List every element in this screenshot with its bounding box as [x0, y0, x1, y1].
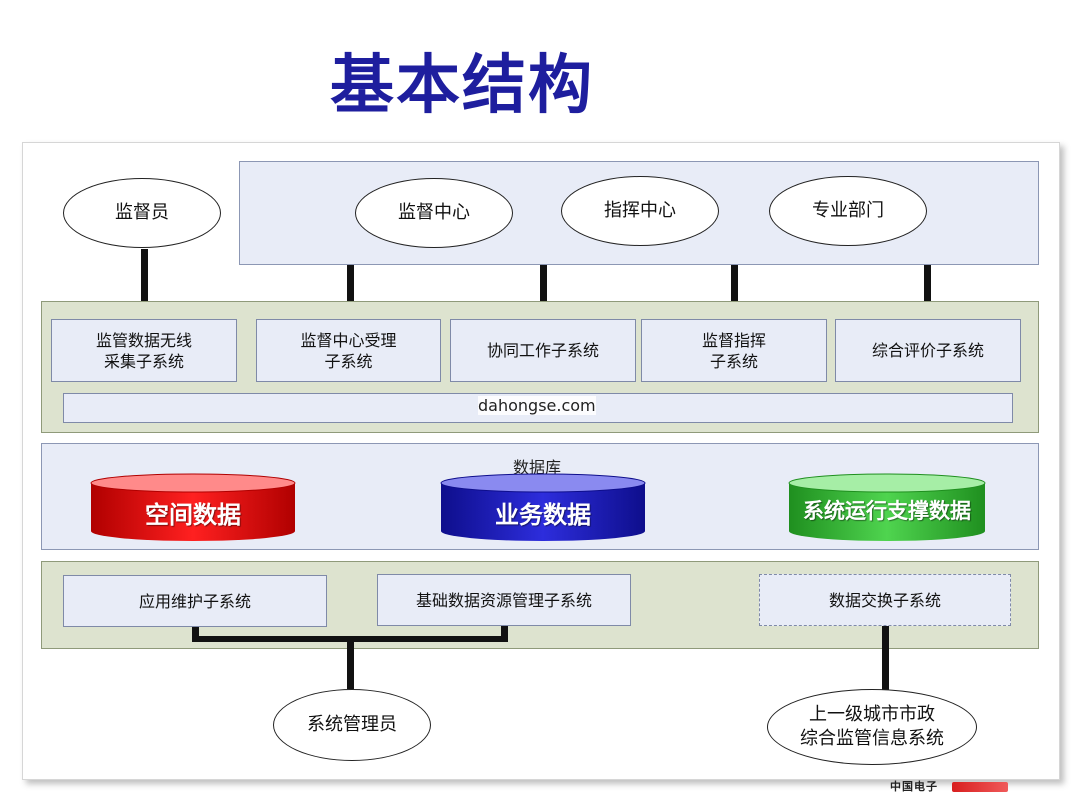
page-title: 基本结构: [330, 49, 594, 123]
connector-center-4: [924, 265, 931, 321]
professional-dept-node: 专业部门: [769, 176, 927, 246]
connector-center-2: [540, 265, 547, 321]
business-data-label: 业务数据: [495, 501, 591, 529]
brand-logo: 中国电子: [890, 780, 938, 793]
upper-city-system-node: 上一级城市市政 综合监管信息系统: [767, 689, 977, 765]
subsystem-acceptance: 监督中心受理 子系统: [256, 319, 441, 382]
connector-exchange: [882, 626, 889, 690]
cylinder-shape: [90, 473, 296, 541]
subsystem-collaboration: 协同工作子系统: [450, 319, 636, 382]
spatial-data-cylinder: 空间数据: [89, 473, 297, 543]
subsystem-mobile-collection: 监管数据无线 采集子系统: [51, 319, 237, 382]
command-center-node: 指挥中心: [561, 176, 719, 246]
business-data-cylinder: 业务数据: [439, 473, 647, 543]
connector-maint-left: [192, 627, 199, 641]
supervision-center-node: 监督中心: [355, 178, 513, 248]
connector-center-3: [731, 265, 738, 321]
brand-mark: [952, 782, 1008, 792]
app-maintenance-subsystem: 应用维护子系统: [63, 575, 327, 627]
connector-center-1: [347, 265, 354, 321]
connector-maint-horizontal: [192, 636, 508, 642]
database-label: 数据库: [513, 458, 562, 477]
system-support-data-label: 系统运行支撑数据: [803, 499, 971, 523]
cylinder-shape: [440, 473, 646, 541]
connector-maint-right: [501, 626, 508, 641]
architecture-diagram: 监督员 监督中心 指挥中心 专业部门 监管数据无线 采集子系统 监督中心受理 子…: [22, 142, 1060, 780]
cylinder-shape: [788, 473, 986, 541]
watermark-text: dahongse.com: [478, 396, 596, 415]
subsystem-command: 监督指挥 子系统: [641, 319, 827, 382]
system-admin-node: 系统管理员: [273, 689, 431, 761]
data-exchange-subsystem: 数据交换子系统: [759, 574, 1011, 626]
supervisor-node: 监督员: [63, 178, 221, 248]
system-support-data-cylinder: 系统运行支撑数据: [787, 473, 987, 543]
subsystem-evaluation: 综合评价子系统: [835, 319, 1021, 382]
connector-admin: [347, 641, 354, 689]
spatial-data-label: 空间数据: [145, 501, 241, 529]
connector-supervisor: [141, 249, 148, 321]
base-data-management-subsystem: 基础数据资源管理子系统: [377, 574, 631, 626]
